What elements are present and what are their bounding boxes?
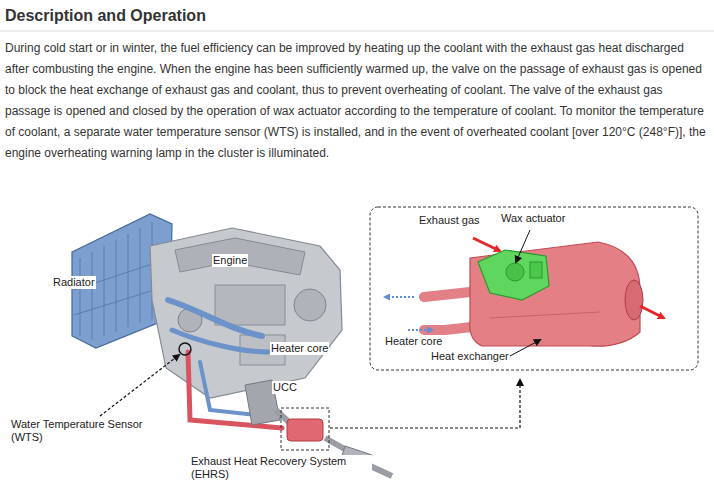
zoom-connector (330, 380, 520, 428)
heading-rule (0, 31, 714, 32)
sensor-circle (179, 343, 191, 355)
part-label: Engine (212, 254, 248, 267)
part-label: UCC (272, 381, 298, 394)
flow-arrow (473, 238, 500, 251)
part-label: Exhaust Heat Recovery System (EHRS) (190, 455, 372, 481)
heat-exchanger (424, 242, 643, 346)
part-label: Heat exchanger (430, 350, 510, 363)
leader-line (516, 230, 530, 262)
flow-arrow (408, 329, 432, 331)
part-label: Wax actuator (500, 212, 566, 225)
wax-actuator (478, 250, 549, 300)
description-text: During cold start or in winter, the fuel… (5, 38, 709, 164)
flow-arrow (640, 306, 664, 318)
detail-frame (370, 207, 698, 370)
leader-line (510, 340, 540, 356)
engine (150, 228, 342, 398)
coolant-pipes (168, 300, 284, 428)
part-label: Heater core (270, 342, 329, 355)
part-label: Water Temperature Sensor (WTS) (10, 418, 162, 444)
part-label: Radiator (52, 276, 96, 289)
flow-arrow (385, 296, 414, 298)
part-label: Exhaust gas (418, 214, 481, 227)
heading: Description and Operation (5, 6, 206, 26)
part-label: Heater core (384, 335, 443, 348)
leader-line (100, 355, 179, 416)
